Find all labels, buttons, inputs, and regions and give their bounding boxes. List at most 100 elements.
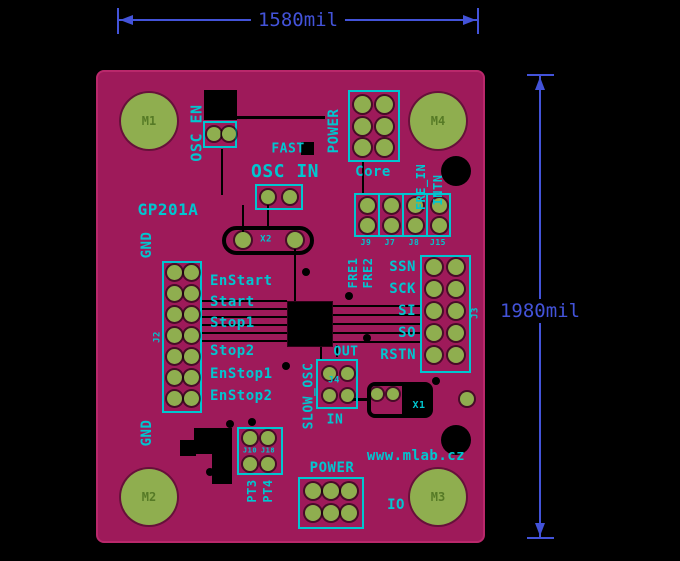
silk-label-fre1: FRE1	[346, 257, 360, 289]
dim-arrow-down-icon	[535, 523, 545, 536]
pad[interactable]	[235, 232, 251, 248]
silk-label-power-bottom: POWER	[309, 460, 355, 476]
pad[interactable]	[426, 325, 442, 341]
pad[interactable]	[261, 431, 275, 445]
pad[interactable]	[167, 286, 182, 301]
pad[interactable]	[243, 457, 257, 471]
pad[interactable]	[305, 483, 321, 499]
pad[interactable]	[167, 328, 182, 343]
silk-label-x2: X2	[260, 234, 272, 245]
pad[interactable]	[261, 190, 275, 204]
pad[interactable]	[448, 259, 464, 275]
silk-ref-j7: J7	[384, 238, 396, 247]
pad[interactable]	[184, 349, 199, 364]
pad[interactable]	[207, 127, 221, 141]
pad[interactable]	[426, 259, 442, 275]
silk-label-out: OUT	[333, 344, 359, 360]
pad[interactable]	[448, 303, 464, 319]
pad[interactable]	[184, 328, 199, 343]
trace	[336, 345, 338, 357]
dim-width-label: 1580mil	[250, 8, 346, 32]
pad[interactable]	[426, 303, 442, 319]
silk-ref-j2: J2	[152, 331, 163, 343]
connector-osc-en-outline	[203, 121, 237, 148]
pad[interactable]	[376, 96, 393, 113]
pad[interactable]	[341, 367, 354, 380]
via	[432, 377, 440, 385]
pad[interactable]	[305, 505, 321, 521]
pad[interactable]	[354, 118, 371, 135]
pad[interactable]	[184, 370, 199, 385]
pad[interactable]	[426, 347, 442, 363]
pad[interactable]	[354, 96, 371, 113]
pad[interactable]	[184, 265, 199, 280]
pad[interactable]	[354, 139, 371, 156]
pad[interactable]	[432, 218, 447, 233]
pad[interactable]	[167, 265, 182, 280]
silk-label-fre2: FRE2	[361, 257, 375, 289]
trace	[349, 398, 367, 401]
trace	[331, 332, 421, 334]
pad[interactable]	[261, 457, 275, 471]
pad[interactable]	[184, 307, 199, 322]
via	[248, 418, 256, 426]
silk-label-x1: X1	[412, 400, 426, 411]
pad[interactable]	[384, 218, 399, 233]
pad[interactable]	[360, 198, 375, 213]
pad[interactable]	[448, 281, 464, 297]
silk-pin-sck: SCK	[389, 281, 416, 297]
pad[interactable]	[384, 198, 399, 213]
mounting-hole-m2[interactable]: M2	[121, 469, 177, 525]
pad[interactable]	[167, 391, 182, 406]
connector-io-outline	[298, 477, 364, 529]
pad[interactable]	[408, 218, 423, 233]
pad[interactable]	[167, 349, 182, 364]
pad[interactable]	[341, 389, 354, 402]
pad[interactable]	[341, 483, 357, 499]
pad[interactable]	[323, 389, 336, 402]
pad[interactable]	[376, 139, 393, 156]
pad[interactable]	[426, 281, 442, 297]
silk-pin-stop2: Stop2	[210, 343, 255, 359]
pad[interactable]	[371, 388, 383, 400]
pad[interactable]	[448, 325, 464, 341]
ic-u1[interactable]	[287, 301, 333, 347]
mounting-hole-m4[interactable]: M4	[410, 93, 466, 149]
mounting-hole-m3[interactable]: M3	[410, 469, 466, 525]
pad[interactable]	[283, 190, 297, 204]
jumper-divider	[402, 193, 404, 237]
pad[interactable]	[323, 483, 339, 499]
pad[interactable]	[243, 431, 257, 445]
crystal-x2[interactable]	[222, 226, 314, 255]
dim-arrow-up-icon	[535, 77, 545, 90]
pad[interactable]	[460, 392, 474, 406]
dim-height-label: 1980mil	[492, 299, 588, 323]
pad[interactable]	[432, 198, 447, 213]
pad[interactable]	[287, 232, 303, 248]
via	[282, 362, 290, 370]
pad[interactable]	[408, 198, 423, 213]
mounting-hole-m1[interactable]: M1	[121, 93, 177, 149]
pad[interactable]	[448, 347, 464, 363]
mounting-hole-label: M4	[430, 114, 446, 128]
pad[interactable]	[376, 118, 393, 135]
pad[interactable]	[323, 367, 336, 380]
dim-height-tick-top	[527, 74, 554, 76]
pad[interactable]	[360, 218, 375, 233]
pad[interactable]	[387, 388, 399, 400]
pad[interactable]	[167, 307, 182, 322]
pad[interactable]	[222, 127, 236, 141]
silk-label-intn: INTN	[431, 174, 445, 206]
pad[interactable]	[184, 391, 199, 406]
connector-core-outline	[348, 90, 400, 162]
pad[interactable]	[184, 286, 199, 301]
crystal-x1[interactable]	[367, 382, 433, 418]
connector-j4-outline	[316, 359, 358, 409]
dim-height-tick-bottom	[527, 537, 554, 539]
pad[interactable]	[341, 505, 357, 521]
pad[interactable]	[167, 370, 182, 385]
pad[interactable]	[323, 505, 339, 521]
dim-width-tick-right	[477, 8, 479, 34]
mounting-hole-label: M2	[141, 490, 157, 504]
